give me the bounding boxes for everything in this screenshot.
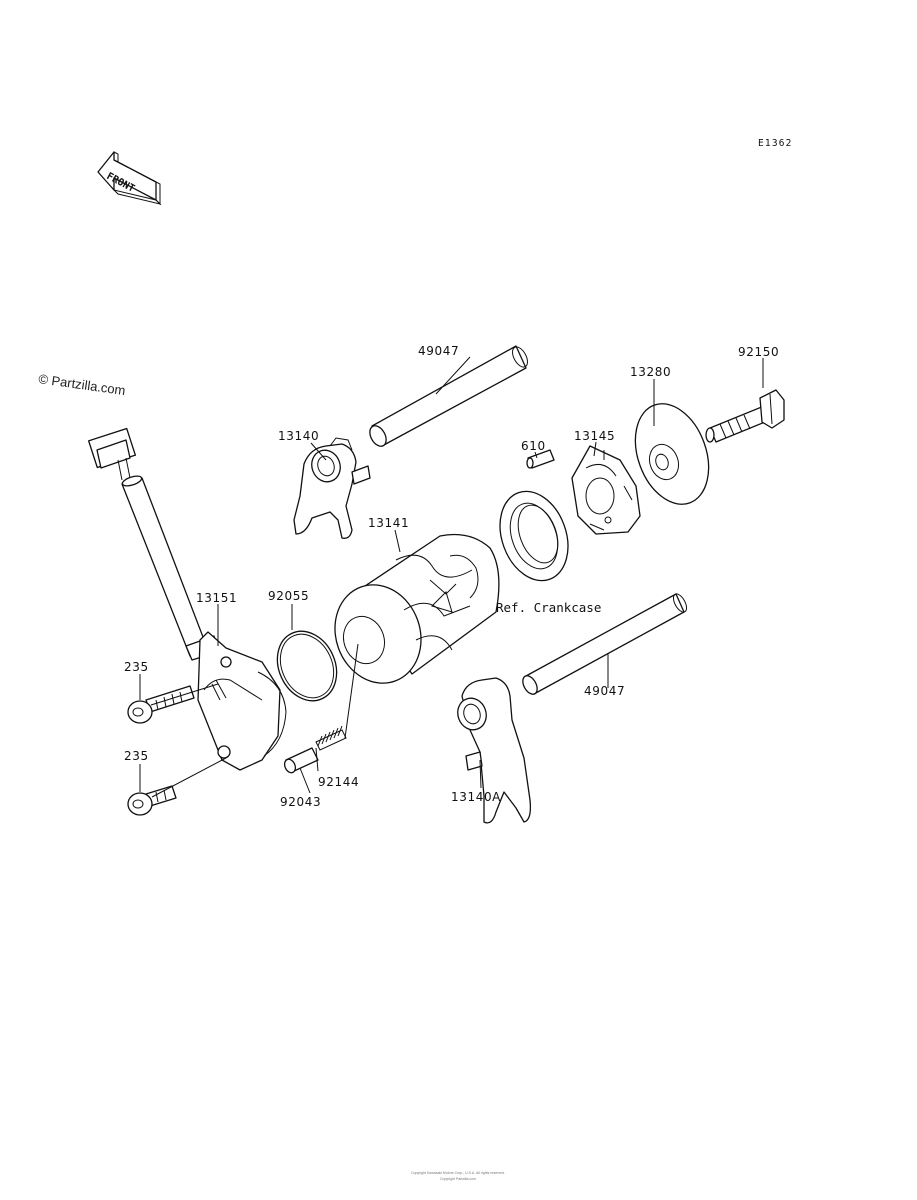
part-label-92144: 92144 [318,775,359,789]
part-label-49047-top: 49047 [418,344,459,358]
part-label-235-lower: 235 [124,749,149,763]
leader-lines [139,356,764,798]
part-label-92150: 92150 [738,345,779,359]
part-label-92043: 92043 [280,795,321,809]
partzilla-watermark: © Partzilla.com [38,371,127,398]
fork-shaft-bottom-part [522,593,688,695]
copyright-line-2: Copyright Partzilla.com [440,1177,476,1181]
part-label-13151: 13151 [196,591,237,605]
diagram-code: E1362 [758,138,793,149]
bolt-upper-part [127,685,195,724]
fork-shaft-top-part [369,345,528,447]
part-label-13140: 13140 [278,429,319,443]
part-label-13145: 13145 [574,429,615,443]
part-label-235-upper: 235 [124,660,149,674]
copyright-line-1: Copyright Kawasaki Motors Corp., U.S.A. … [411,1171,505,1175]
part-label-49047-bottom: 49047 [584,684,625,698]
reference-note: Ref. Crankcase [496,600,601,615]
part-label-13280: 13280 [630,365,671,379]
part-label-92055: 92055 [268,589,309,603]
front-arrow-icon: FRONT [97,151,162,206]
shift-drum-part [334,533,500,684]
bolt-right-part [705,389,785,443]
bolt-lower-part [127,785,177,816]
spring-part [315,725,347,751]
shift-shaft-part [88,427,287,771]
o-ring-part [276,630,338,702]
shift-fork-left-part [293,437,371,539]
part-label-13140A: 13140A [451,790,501,804]
pin-part [526,449,555,469]
shift-fork-right-part [457,677,532,824]
detent-pin-part [283,747,319,774]
bearing-part [499,490,569,582]
part-label-13141: 13141 [368,516,409,530]
part-label-610: 610 [521,439,546,453]
cam-part [571,445,641,535]
